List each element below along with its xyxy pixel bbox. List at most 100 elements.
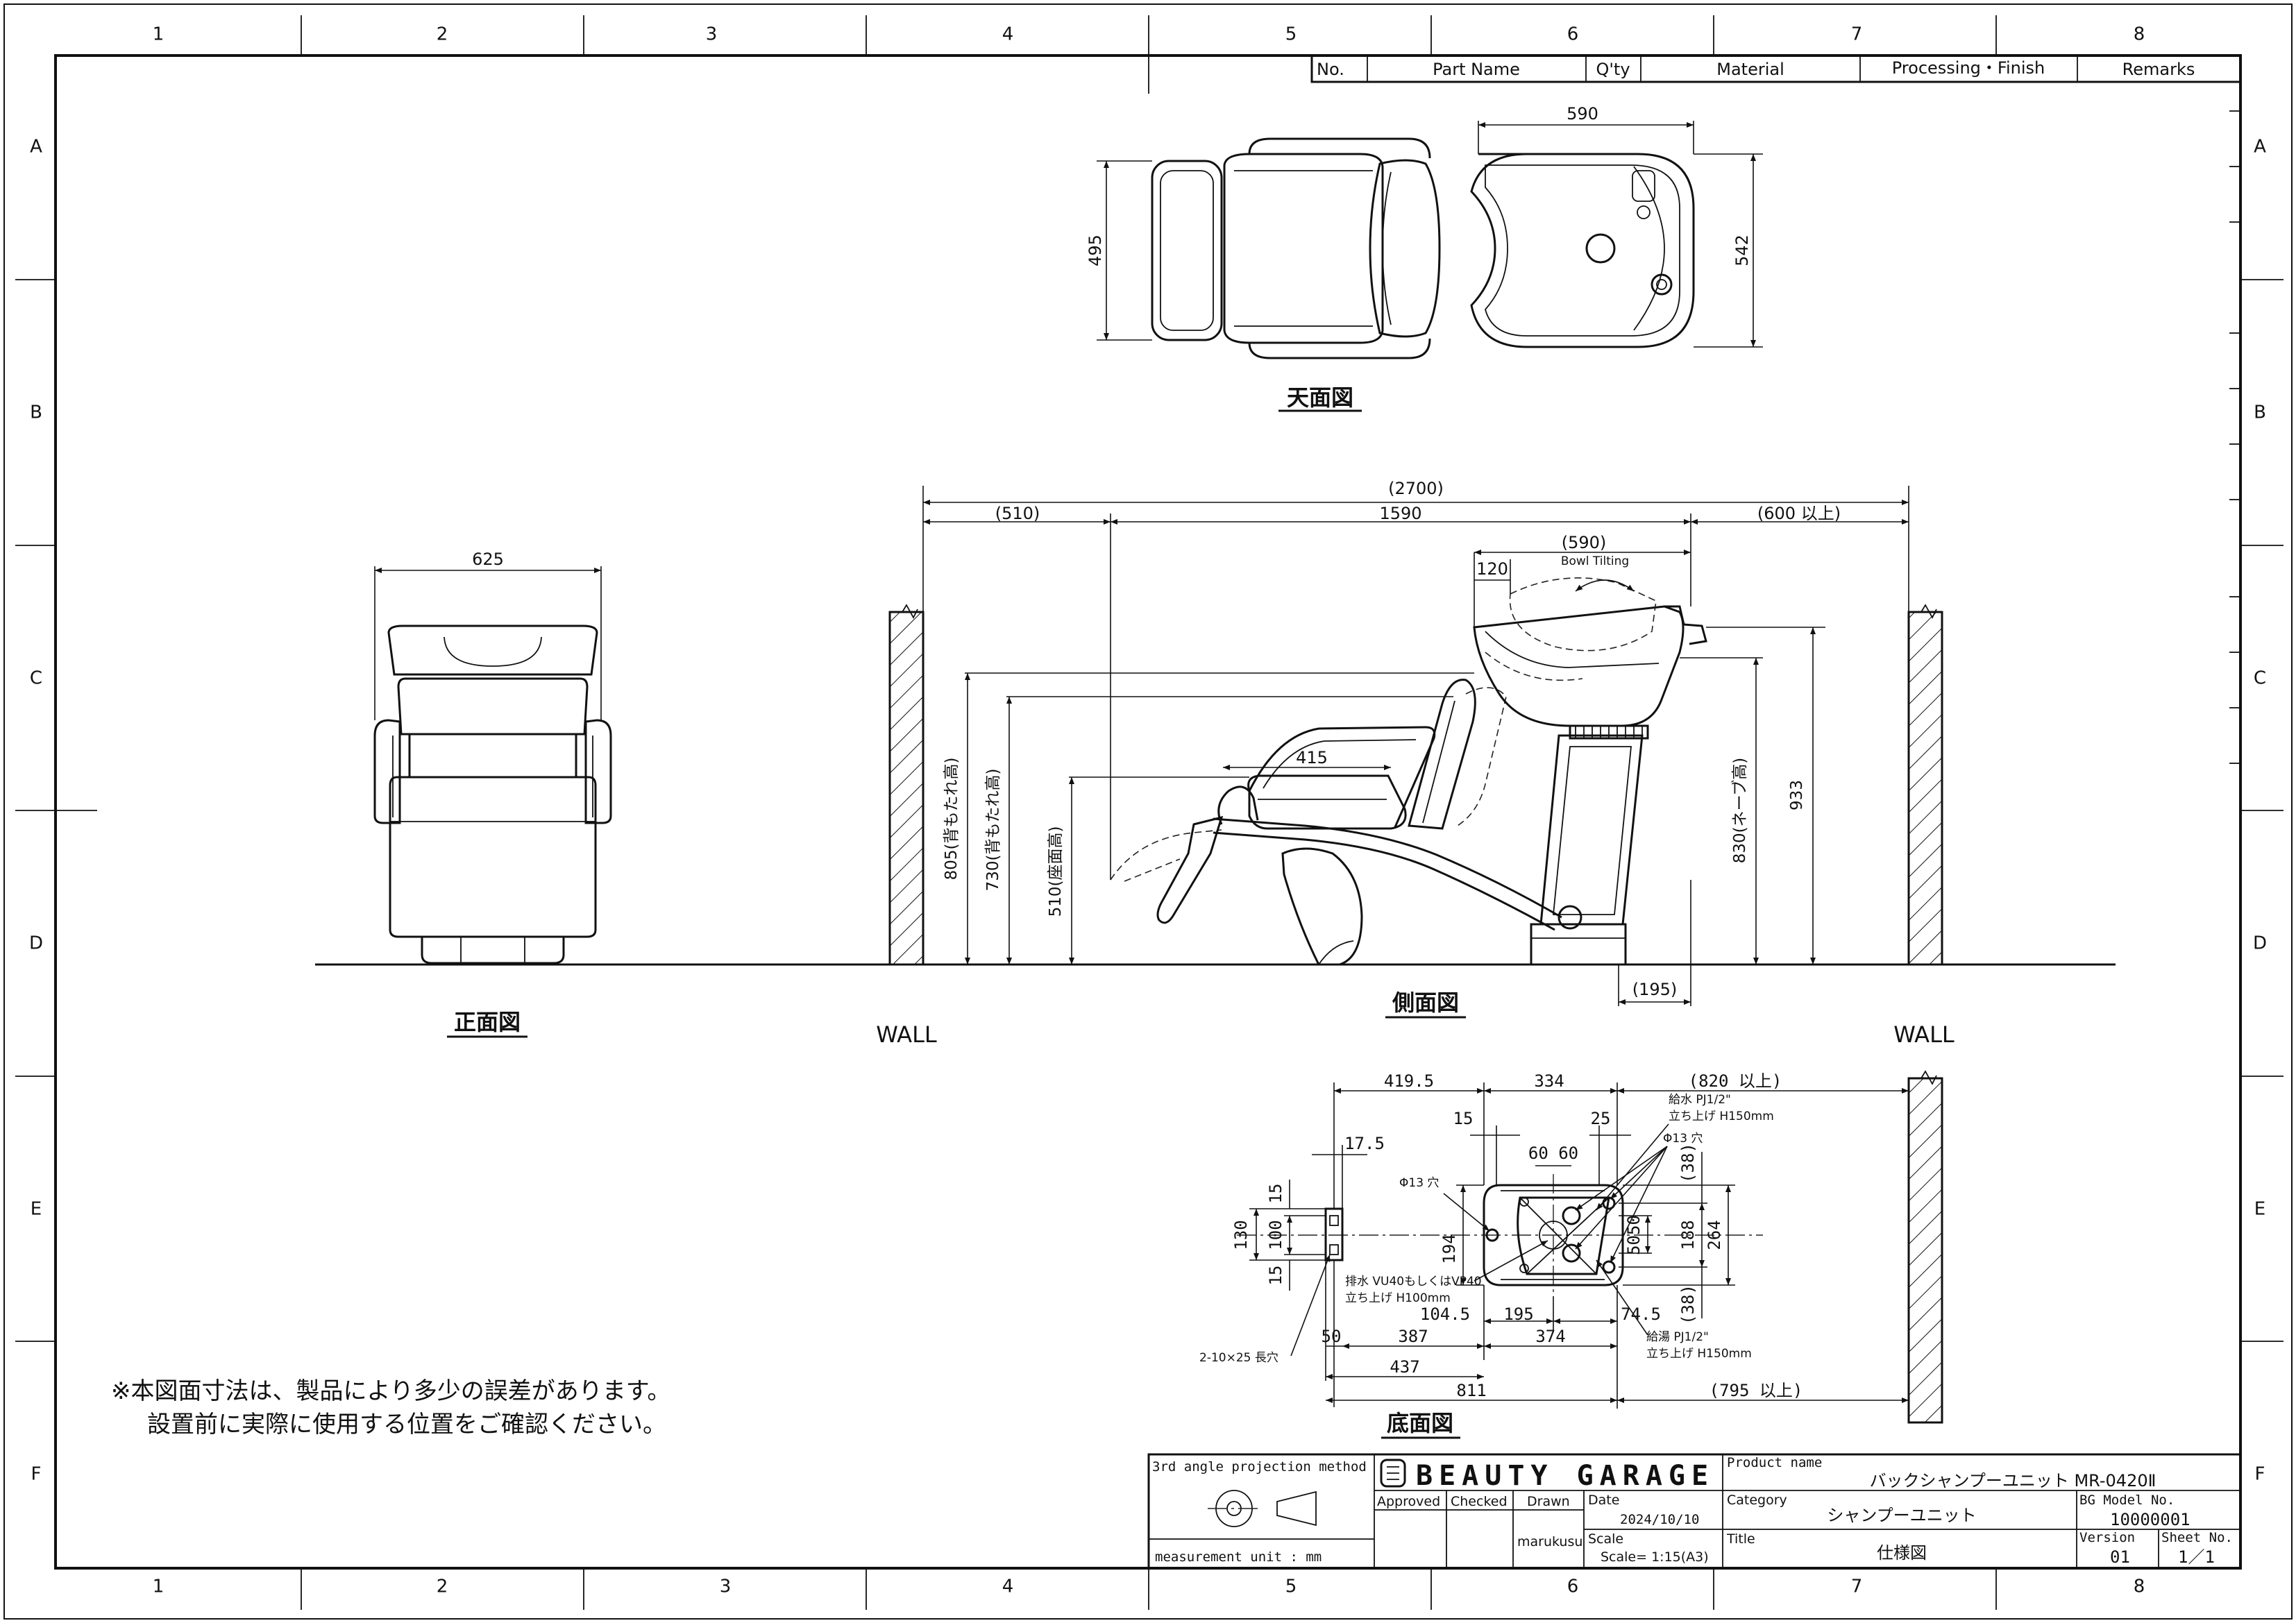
bottom-view-label: 底面図 [1387,1410,1453,1436]
bottom-note-phi13-right: Φ13 穴 [1663,1132,1703,1146]
bottom-dim-194: 194 [1440,1234,1459,1264]
tb-drawn-by: marukusu [1517,1534,1582,1549]
bottom-dim-820: (820 以上) [1689,1071,1782,1091]
note-line-1: ※本図面寸法は、製品により多少の誤差があります。 [111,1377,670,1405]
col-label: 1 [153,1577,164,1597]
side-dim-bowl: (590) [1562,533,1607,552]
bottom-note-drain-rise: 立ち上げ H100mm [1345,1291,1451,1305]
col-label: 4 [1002,24,1014,45]
top-armrest-lower [1248,338,1431,359]
col-label: 2 [437,24,448,45]
side-armrest [1248,726,1436,828]
col-label: 6 [1567,24,1579,45]
side-column [1539,734,1644,926]
col-label: 8 [2134,1577,2145,1597]
tolerance-note: ※本図面寸法は、製品により多少の誤差があります。 設置前に実際に使用する位置をご… [111,1377,670,1438]
front-armrest-right [584,719,612,824]
bottom-dim-264: 264 [1705,1220,1724,1250]
side-dim-830: 830(ネーブ高) [1731,758,1749,863]
side-dim-933: 933 [1788,780,1806,810]
tb-product-name: バックシャンプーユニット MR-0420Ⅱ [1870,1471,2156,1490]
side-footrest [1156,815,1224,924]
note-line-2: 設置前に実際に使用する位置をご確認ください。 [147,1411,666,1438]
bottom-note-supply-water: 給水 PJ1/2" [1669,1093,1731,1107]
row-label: D [29,933,43,954]
parts-col-name: Part Name [1433,60,1520,79]
bottom-dim-38b: (38) [1678,1284,1698,1325]
parts-col-no: No. [1317,60,1344,79]
tb-category: シャンプーユニット [1827,1506,1976,1525]
col-label: 3 [706,24,718,45]
bottom-dim-437: 437 [1390,1357,1419,1377]
col-label: 3 [720,1577,732,1597]
front-base [421,937,565,965]
bottom-dim-38a: (38) [1678,1143,1698,1183]
bottom-bracket [1324,1207,1344,1261]
tb-product-name-label: Product name [1727,1455,1822,1470]
side-dim-510: 510(座面高) [1047,826,1065,917]
front-view-label: 正面図 [454,1009,521,1035]
col-label: 6 [1567,1577,1579,1597]
bottom-dim-74: 74.5 [1621,1305,1661,1324]
top-view: 590 495 542 天面図 [1086,104,1763,412]
bottom-dim-795: (795 以上) [1710,1381,1803,1400]
tb-drawn: Drawn [1527,1494,1570,1509]
bottom-dim-17: 17.5 [1344,1134,1385,1153]
side-view-label: 側面図 [1392,989,1459,1016]
bottom-view: 419.5 334 (820 以上) 17.5 15 25 60 60 130 … [1199,1070,1943,1439]
bottom-note-phi13-left: Φ13 穴 [1399,1176,1439,1190]
tb-version: 01 [2110,1547,2130,1567]
tb-category-label: Category [1727,1493,1787,1508]
side-dim-left-clear: (510) [995,504,1040,523]
side-dim-body: 1590 [1379,504,1421,523]
bottom-dim-374: 374 [1535,1327,1565,1346]
side-view: WALL WALL [315,479,2116,1048]
top-bowl [1470,153,1695,348]
side-bowl [1473,605,1685,727]
bottom-dim-100: 100 [1266,1220,1285,1250]
side-seat [1247,774,1407,830]
row-label: A [30,137,42,158]
top-dim-590: 590 [1567,104,1598,124]
col-label: 1 [153,24,164,45]
title-block: 3rd angle projection method measurement … [1147,1453,2242,1570]
tb-title: 仕様図 [1877,1543,1927,1563]
grid-labels: 1 2 3 4 5 6 7 8 1 2 3 4 5 6 7 8 A B C D … [29,24,2267,1597]
wall-right-label: WALL [1893,1021,1955,1048]
side-base-front [1281,847,1363,966]
tb-brand: BEAUTY GARAGE [1416,1460,1714,1492]
col-label: 4 [1002,1577,1014,1597]
wall-left-label: WALL [876,1021,937,1048]
bottom-base-plate [1483,1184,1624,1286]
side-wall-left [888,611,925,966]
bottom-wall [1907,1077,1943,1424]
parts-col-finish: Processing・Finish [1892,58,2045,78]
tb-approved: Approved [1377,1494,1440,1509]
tb-projection: 3rd angle projection method [1152,1459,1367,1475]
top-view-label: 天面図 [1287,384,1353,411]
row-label: D [2253,933,2267,954]
tb-sheet-label: Sheet No. [2161,1530,2233,1545]
top-seat [1223,153,1384,344]
side-dim-730: 730(背もたれ高) [984,769,1002,892]
bottom-dim-130: 130 [1231,1220,1251,1250]
sheet-border [3,3,2293,1620]
side-frame-rail [1213,817,1562,919]
row-label: B [2254,402,2266,423]
parts-list-header: No. Part Name Q'ty Material Processing・F… [1310,54,2242,83]
col-label: 2 [437,1577,448,1597]
bottom-dim-811: 811 [1456,1381,1486,1400]
front-bowl [387,624,598,676]
tb-date-label: Date [1588,1493,1619,1508]
bottom-note-supply-hot-rise: 立ち上げ H150mm [1646,1347,1752,1361]
bottom-dim-15b: 15 [1266,1184,1285,1204]
bottom-dim-387: 387 [1398,1327,1428,1346]
top-dim-542: 542 [1732,235,1752,266]
bottom-dim-6060: 60 60 [1528,1144,1578,1163]
bottom-dim-334: 334 [1534,1071,1564,1091]
row-label: E [31,1199,42,1220]
row-label: C [2254,668,2266,689]
bottom-note-supply-hot: 給湯 PJ1/2" [1646,1330,1709,1344]
bottom-dim-5050: 5050 [1624,1215,1644,1255]
